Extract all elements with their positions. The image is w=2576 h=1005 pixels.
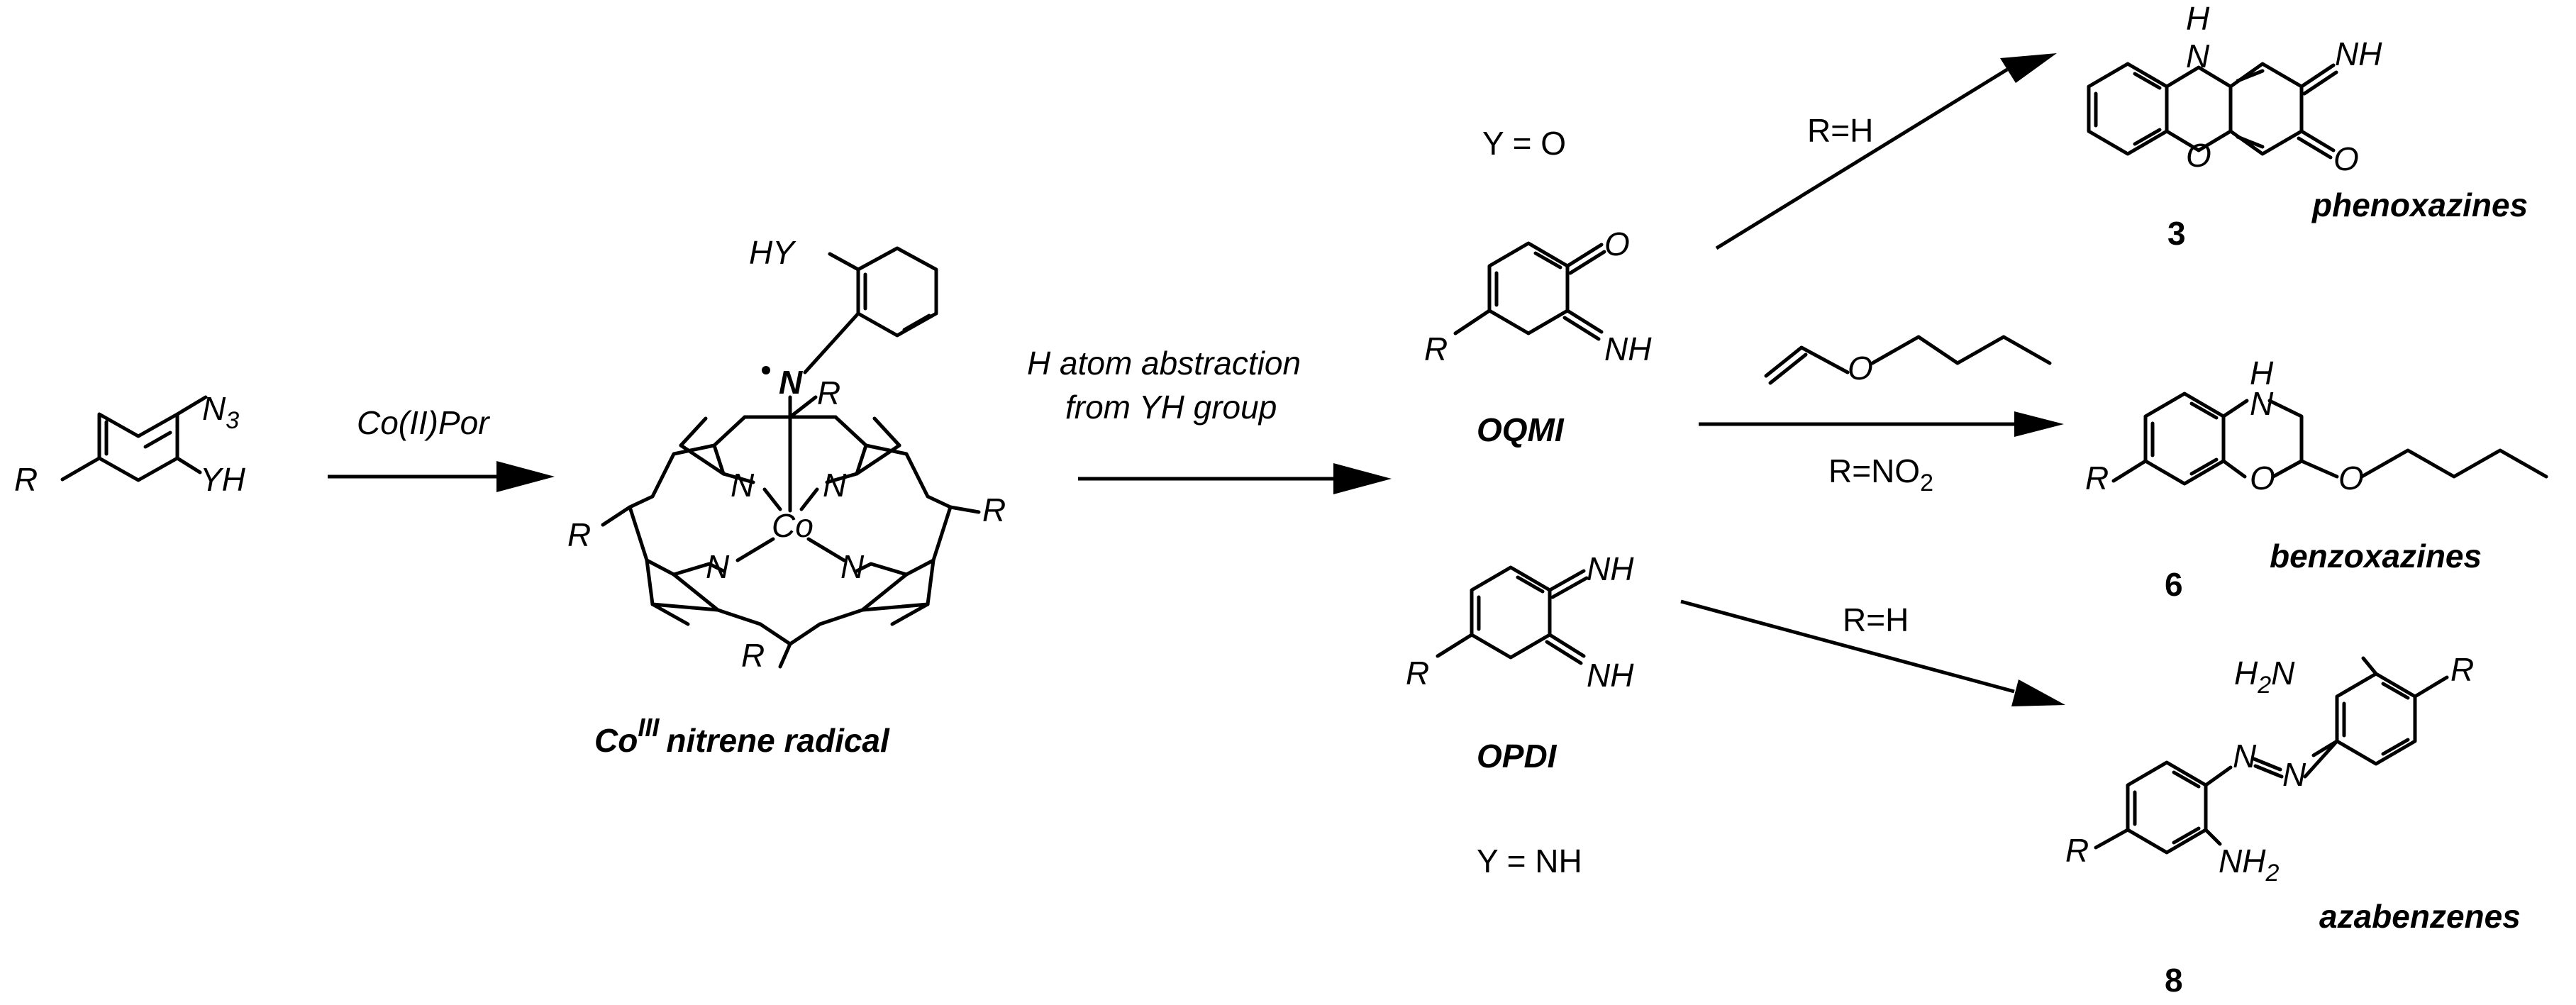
compound-number-8: 8 [2165,962,2183,999]
cobalt-center-label: Co [772,507,814,544]
y-equals-nh-label: Y = NH [1477,843,1582,879]
pyrrole-n-4: N [840,548,865,585]
oqmi-oxygen: O [1604,226,1630,262]
oqmi-imine: NH [1604,331,1652,367]
opdi-imine-top: NH [1587,550,1634,587]
azabenzene-r-bottom: R [2065,832,2089,869]
opdi-r: R [1406,655,1429,692]
azabenzene-molecule: H2N N N NH2 R R [2065,651,2474,887]
hat-caption-line2: from YH group [1065,389,1277,426]
r-substituent-label: R [14,461,38,498]
yh-label: YH [200,461,246,498]
benzoxazines-label: benzoxazines [2270,538,2482,574]
azide-label: N3 [202,390,239,434]
phenoxazine-ring-n: N [2186,38,2210,74]
cobalt-porphyrin-reagent: Co(II)Por [357,404,490,441]
meso-r-top: R [817,374,840,411]
hat-caption-line1: H atom abstraction [1027,345,1301,382]
arrow-hat-step [1078,463,1392,494]
hy-label: HY [749,234,796,271]
azabenzenes-label: azabenzenes [2319,898,2521,935]
nitrene-n-label: N [779,364,803,401]
phenoxazine-keto-o: O [2333,140,2359,177]
condition-benzoxazine: R=NO2 [1828,452,1933,496]
benzoxazine-h: H [2250,355,2274,392]
opdi-molecule: NH NH R [1406,550,1634,694]
benzoxazine-ring-o: O [2250,460,2275,496]
oqmi-r: R [1424,331,1448,367]
butyl-vinyl-ether-reagent: O [1764,335,2052,387]
azabenzene-nh2: NH2 [2219,843,2279,887]
azabenzene-r-top: R [2450,651,2474,688]
arrow-to-azabenzene [1680,599,2065,706]
radical-dot [762,366,770,374]
meso-r-bottom: R [741,637,765,674]
pyrrole-n-2: N [823,467,847,504]
arrow-to-benzoxazine [1699,411,2064,437]
phenoxazines-label: phenoxazines [2311,187,2528,223]
azabenzene-h2n: H2N [2234,655,2295,699]
phenoxazine-imine: NH [2335,35,2382,72]
arrow-to-phenoxazine [1715,53,2057,250]
compound-number-6: 6 [2165,566,2183,603]
condition-phenoxazine: R=H [1807,112,1873,149]
pyrrole-n-1: N [731,467,755,504]
arrow-cobalt-step [328,461,555,492]
opdi-name: OPDI [1477,738,1558,774]
reactant-molecule: N3 YH R [14,390,246,498]
meso-r-left: R [567,516,591,553]
opdi-imine-bottom: NH [1587,657,1634,694]
meso-r-right: R [982,492,1006,528]
compound-number-3: 3 [2167,215,2186,252]
phenoxazine-molecule: H N NH O O [2087,0,2382,177]
benzoxazine-r: R [2085,460,2109,496]
pyrrole-n-3: N [706,548,730,585]
phenoxazine-h: H [2186,0,2210,37]
oqmi-name: OQMI [1477,411,1565,448]
benzoxazine-molecule: H N O O R [2085,355,2548,496]
benzoxazine-n: N [2250,385,2274,422]
phenoxazine-ring-o: O [2186,137,2211,174]
condition-azabenzene: R=H [1843,601,1909,638]
oqmi-molecule: O NH R [1424,226,1652,367]
vinyl-ether-oxygen: O [1848,350,1873,387]
y-equals-o-label: Y = O [1482,125,1566,162]
benzoxazine-ether-o: O [2338,460,2364,496]
azo-n-2: N [2282,756,2306,793]
azo-n-1: N [2233,738,2257,774]
cobalt-nitrene-intermediate: HY N R R R R Co N N N N [567,234,1006,674]
